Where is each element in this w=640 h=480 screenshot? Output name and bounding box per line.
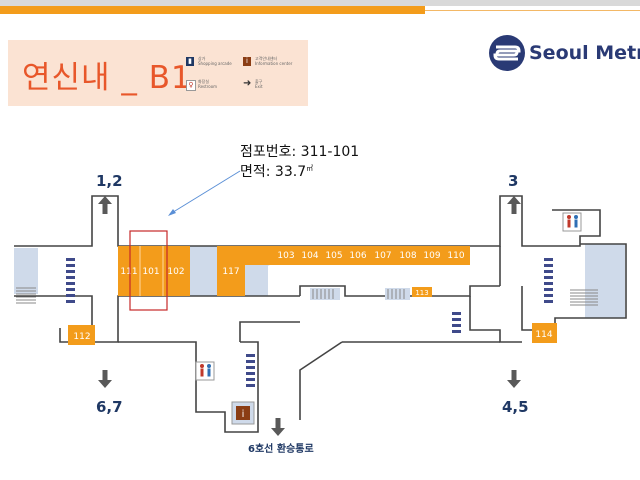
callout-pointer-line	[169, 170, 241, 215]
svg-text:i: i	[242, 409, 245, 420]
exit-arrow-icon: ➜	[243, 78, 252, 89]
shop-label-104: 104	[301, 251, 318, 261]
brand-name: Seoul Metro	[529, 42, 640, 64]
shop-117	[217, 246, 245, 296]
shop-row-103-110	[245, 246, 470, 265]
station-title: 연신내 _ B1	[22, 60, 192, 96]
shop-label-111: 111	[120, 267, 137, 277]
stair-marks-lower	[246, 354, 255, 387]
title-panel	[8, 40, 308, 106]
shop-label-101: 101	[142, 267, 159, 277]
corridor-outline	[14, 195, 627, 433]
store-number: 점포번호: 311-101	[240, 144, 360, 160]
exit-label-1-2: 1,2	[96, 172, 123, 190]
transfer-passage-label: 6호선 환승통로	[248, 444, 314, 455]
info-icon: i	[243, 57, 251, 66]
shop-114	[532, 323, 557, 343]
restroom-icon: ♀	[186, 80, 196, 91]
left-stair-well	[14, 248, 38, 294]
shop-label-114: 114	[535, 330, 552, 340]
info-center-icon: i	[231, 401, 255, 425]
right-stair-well	[585, 244, 625, 318]
shop-label-105: 105	[325, 251, 342, 261]
shop-label-103: 103	[277, 251, 294, 261]
brand-logo-icon	[489, 35, 525, 71]
highlighted-store-box	[129, 230, 168, 311]
shop-label-109: 109	[423, 251, 440, 261]
restroom-icon	[562, 212, 582, 232]
stairs-icon: ▮	[186, 57, 194, 66]
escalator-marks	[310, 288, 410, 300]
shop-112	[68, 325, 95, 345]
shop-label-112: 112	[73, 332, 90, 342]
shop-label-117: 117	[222, 267, 239, 277]
shop-label-108: 108	[399, 251, 416, 261]
store-area: 면적: 33.7㎡	[240, 164, 314, 180]
shop-113	[412, 287, 432, 297]
shop-labels: 111 101 102 117 103 104 105 106 107 108 …	[73, 251, 552, 342]
stair-marks-left	[66, 258, 75, 303]
right-stair-steps	[570, 289, 598, 306]
restroom-icon	[195, 361, 215, 381]
stair-marks-mid	[452, 312, 461, 333]
left-stair-steps	[16, 287, 36, 304]
exit-label-4-5: 4,5	[502, 398, 529, 416]
shop-label-110: 110	[447, 251, 464, 261]
shop-label-113: 113	[415, 289, 428, 297]
exit-arrow-icon	[98, 196, 521, 436]
top-thin-line	[425, 10, 640, 11]
exit-label-3: 3	[508, 172, 519, 190]
shop-label-102: 102	[167, 267, 184, 277]
shop-label-106: 106	[349, 251, 366, 261]
shop-label-107: 107	[374, 251, 391, 261]
callout-pointer-head	[168, 209, 176, 216]
top-gray-bar	[0, 0, 640, 6]
top-orange-bar	[0, 6, 425, 14]
concourse-patch	[190, 246, 217, 296]
stair-marks-right	[544, 258, 553, 303]
exit-label-6-7: 6,7	[96, 398, 123, 416]
